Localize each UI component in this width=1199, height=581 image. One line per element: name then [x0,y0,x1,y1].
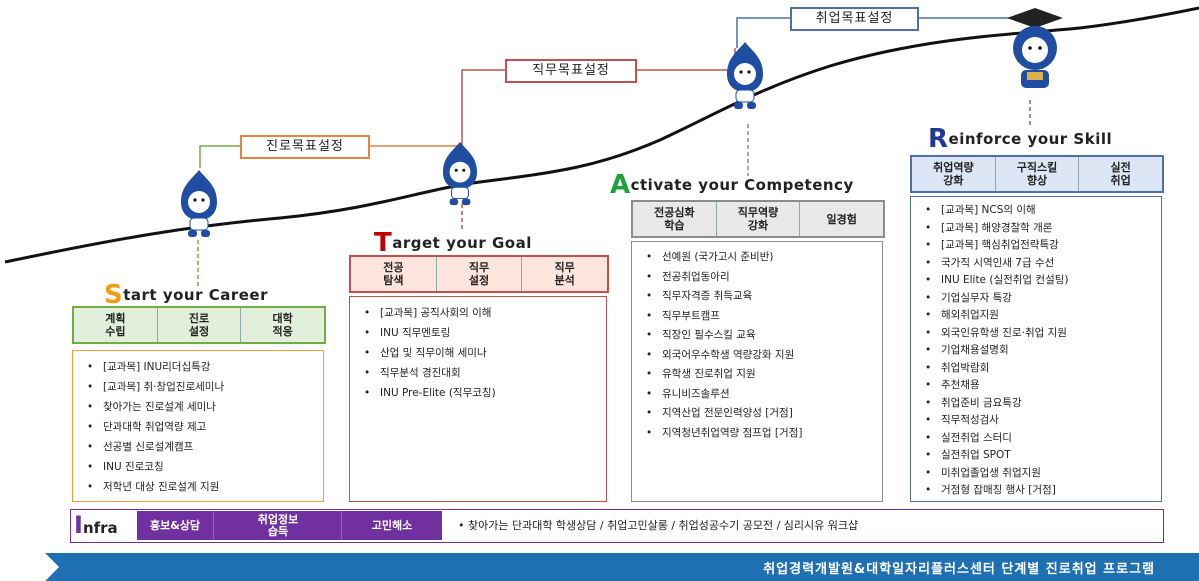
list-item[interactable]: 직무적성검사 [925,412,1161,430]
stage-title-rest: arget your Goal [392,234,532,252]
list-item[interactable]: [교과목] INU리더십특강 [87,357,323,377]
list-item[interactable]: 선공별 신로설계캠프 [87,437,323,457]
list-item[interactable]: 거점형 잡매칭 행사 [거점] [925,482,1161,500]
list-item[interactable]: 외국인유학생 진로·취업 지원 [925,325,1161,343]
stage-letter: S [104,280,124,310]
list-item[interactable]: 산업 및 직무이해 세미나 [364,343,606,363]
infra-tab-info[interactable]: 취업정보 습득 [213,511,342,540]
step-job-goal: 직무목표설정 [505,59,637,83]
mascot-lion-icon [181,170,217,237]
stage-title-activate: Activate your Competency [610,170,854,200]
stage-title-rest: ctivate your Competency [630,176,854,194]
list-item[interactable]: [교과목] NCS의 이해 [925,202,1161,220]
infra-title-rest: nfra [82,519,118,537]
tab-job-set[interactable]: 직무 설정 [435,257,522,291]
stage-list-activate: 선예원 (국가고시 준비반) 전공취업동아리 직무자격증 취득교육 직무부트캠프… [631,241,883,502]
stage-list-start: [교과목] INU리더십특강 [교과목] 취·창업진로세미나 찾아가는 진로설계… [72,350,324,502]
step-career-goal: 진로목표설정 [240,135,370,159]
list-item[interactable]: 추천채용 [925,377,1161,395]
list-item[interactable]: 직무부트캠프 [646,307,882,327]
list-item[interactable]: 외국어우수학생 역량강화 지원 [646,346,882,366]
list-item[interactable]: 직무분석 경진대회 [364,363,606,383]
list-item[interactable]: 취업박람회 [925,360,1161,378]
stage-tabs-start: 계획 수립 진로 설정 대학 적응 [72,306,326,344]
list-item[interactable]: INU Elite (실전취업 컨설팅) [925,272,1161,290]
list-item[interactable]: 해외취업지원 [925,307,1161,325]
list-item[interactable]: INU Pre-Elite (직무코칭) [364,383,606,403]
list-item[interactable]: 실전취업 SPOT [925,447,1161,465]
list-item[interactable]: [교과목] 핵심취업전략특강 [925,237,1161,255]
list-item[interactable]: [교과목] 공직사회의 이해 [364,303,606,323]
list-item[interactable]: 취업준비 금요특강 [925,395,1161,413]
stage-list-target: [교과목] 공직사회의 이해 INU 직무멘토링 산업 및 직무이해 세미나 직… [349,296,607,502]
list-item[interactable]: 직장인 필수스킬 교육 [646,326,882,346]
list-item[interactable]: [교과목] 취·창업진로세미나 [87,377,323,397]
list-item[interactable]: 기업실무자 특강 [925,290,1161,308]
list-item[interactable]: 국가직 시역인새 7급 수선 [925,255,1161,273]
list-item[interactable]: 유니비즈솔루션 [646,385,882,405]
tab-job-strength[interactable]: 직무역량 강화 [715,202,800,236]
tab-job-analysis[interactable]: 직무 분석 [521,257,607,291]
stage-title-target: Target your Goal [374,228,532,258]
tab-adapt[interactable]: 대학 적응 [240,308,324,342]
list-item[interactable]: INU 직무멘토링 [364,323,606,343]
stage-tabs-target: 전공 탐색 직무 설정 직무 분석 [349,255,609,293]
list-item[interactable]: 지역산업 전문인력양성 [거점] [646,404,882,424]
stage-title-start: Start your Career [104,280,268,310]
infra-letter: I [74,511,83,539]
list-item[interactable]: [교과목] 해양경찰학 개론 [925,220,1161,238]
infra-tab-promo[interactable]: 홍보&상담 [137,511,213,540]
stage-letter: T [374,228,393,258]
stage-list-reinforce: [교과목] NCS의 이해 [교과목] 해양경찰학 개론 [교과목] 핵심취업전… [910,196,1162,502]
list-item[interactable]: 단과대학 취업역량 제고 [87,417,323,437]
list-item[interactable]: 기업채용설명회 [925,342,1161,360]
mascot-graduate-icon [1007,8,1063,88]
step-employment-goal: 취업목표설정 [790,7,919,31]
list-item[interactable]: 유학생 진로취업 지원 [646,365,882,385]
tab-major-deep[interactable]: 전공심화 학습 [654,206,695,232]
tab-job-skill[interactable]: 구직스킬 향상 [994,157,1079,191]
list-item[interactable]: 지역청년취업역량 점프업 [거점] [646,424,882,444]
tab-work-experience[interactable]: 일경험 [799,202,883,236]
list-item[interactable]: 미취업졸업생 취업지원 [925,465,1161,483]
stage-tabs-reinforce: 취업역량 강화 구직스킬 향상 실전 취업 [910,155,1164,193]
mascot-lion-icon [443,141,477,206]
stage-tabs-activate: 전공심화 학습 직무역량 강화 일경험 [631,200,885,238]
banner-arrow-icon [45,553,1199,581]
stage-title-reinforce: Reinforce your Skill [928,124,1112,154]
stage-letter: A [610,170,631,200]
list-item[interactable]: 선예원 (국가고시 준비반) [646,248,882,268]
tab-real-employ[interactable]: 실전 취업 [1078,157,1162,191]
list-item[interactable]: 찾아가는 진로설계 세미나 [87,397,323,417]
tab-employ-strength[interactable]: 취업역량 강화 [933,161,974,187]
infra-title: Infra [74,511,118,539]
stage-title-rest: tart your Career [123,286,268,304]
list-item[interactable]: INU 진로코칭 [87,457,323,477]
banner-title: 취업경력개발원&대학일자리플러스센터 단계별 진로취업 프로그램 [763,562,1155,577]
tab-major-explore[interactable]: 전공 탐색 [383,261,404,287]
stage-letter: R [928,124,949,154]
list-item[interactable]: 전공취업동아리 [646,268,882,288]
infra-items: • 찾아가는 단과대학 학생상담 / 취업고민살롱 / 취업성공수기 공모전 /… [458,519,859,532]
stage-title-rest: einforce your Skill [948,130,1113,148]
list-item[interactable]: 실전취업 스터디 [925,430,1161,448]
list-item[interactable]: 저학년 대상 진로설계 지원 [87,477,323,497]
tab-career-set[interactable]: 진로 설정 [156,308,241,342]
infra-tab-worry[interactable]: 고민해소 [341,511,442,540]
mascot-lion-icon [727,42,763,109]
list-item[interactable]: 직무자격증 취득교육 [646,287,882,307]
tab-plan[interactable]: 계획 수립 [105,312,126,338]
